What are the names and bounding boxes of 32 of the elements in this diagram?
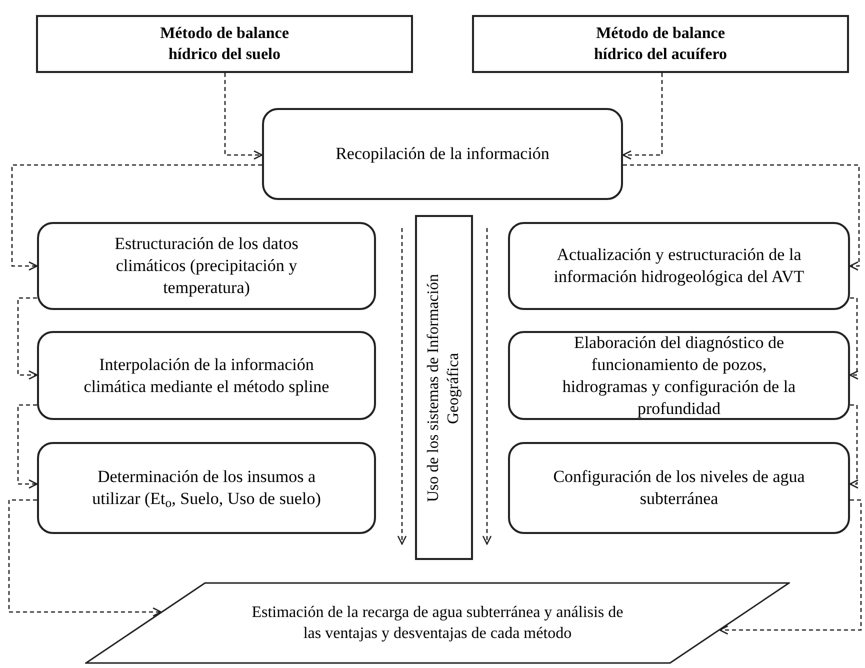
dashed-arrow — [17, 297, 38, 380]
process-box — [37, 442, 376, 534]
dashed-arrow — [11, 164, 262, 271]
box-text: Estimación de la recarga de agua subterránea y análisis de las ventajas y desventajas de cada método — [250, 603, 624, 644]
process-box — [37, 331, 376, 420]
process-box — [508, 331, 850, 420]
dashed-arrow — [849, 404, 859, 489]
box-text: Recopilación de la información — [334, 143, 550, 165]
dashed-arrow — [8, 499, 162, 617]
process-box — [508, 222, 850, 310]
dashed-arrow — [622, 73, 663, 160]
process-box — [262, 108, 623, 200]
box-text: Actualización y estructuración de la información hidrogeológica del AVT — [552, 244, 806, 288]
dashed-arrow — [17, 404, 38, 489]
dashed-arrow — [849, 297, 859, 380]
box-text: Método de balance hídrico del suelo — [159, 24, 290, 65]
process-box — [508, 442, 850, 534]
dashed-arrow — [623, 164, 860, 271]
dashed-arrow — [224, 73, 263, 160]
box-text: Método de balance hídrico del acuífero — [592, 24, 728, 65]
dashed-arrow — [719, 499, 862, 635]
process-box — [36, 15, 413, 73]
box-text: Estructuración de los datos climáticos (precipitación y temperatura) — [114, 233, 300, 299]
process-box — [37, 222, 376, 310]
box-text: Uso de los sistemas de Información Geográfica — [424, 272, 463, 504]
box-text: Configuración de los niveles de agua subterránea — [552, 466, 806, 510]
box-text: Interpolación de la información climática mediante el método spline — [82, 354, 330, 398]
parallelogram-box — [85, 582, 790, 664]
box-text: Elaboración del diagnóstico de funcionamiento de pozos, hidrogramas y configuración de la profundidad — [561, 332, 797, 420]
process-box — [472, 15, 849, 73]
vertical-box — [415, 215, 473, 560]
box-text: Determinación de los insumos a utilizar (Et$_{o}$, Suelo, Uso de suelo) — [91, 466, 322, 510]
